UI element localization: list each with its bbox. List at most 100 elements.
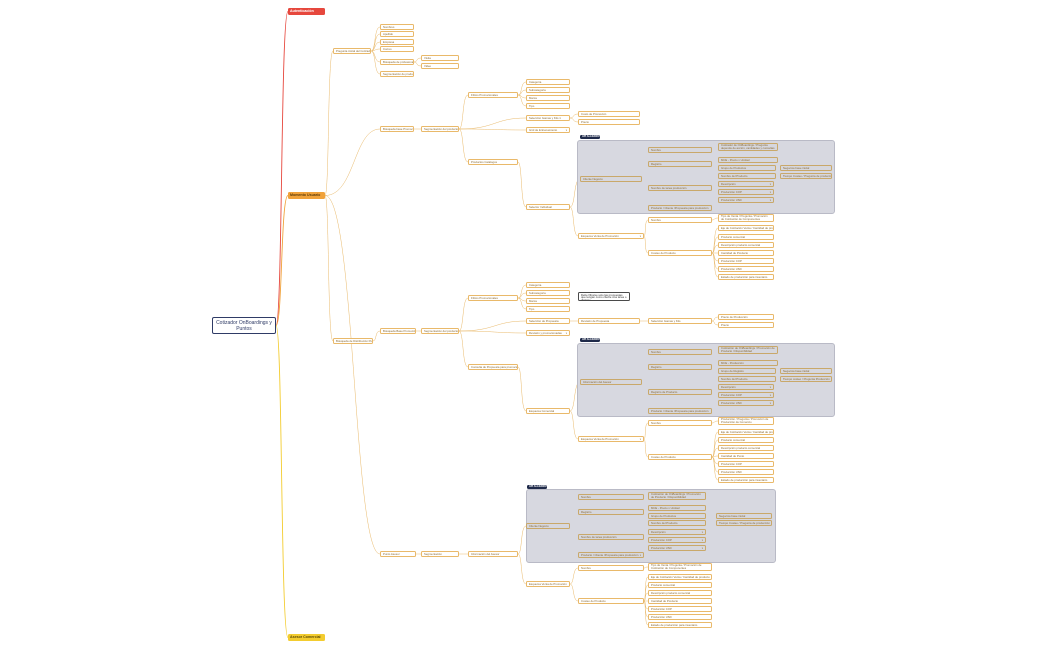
- node-a1b[interactable]: Apellido: [380, 31, 414, 37]
- node-b1[interactable]: Nombre: [648, 147, 712, 153]
- node-f17[interactable]: Nombre: [648, 420, 712, 426]
- node-h2[interactable]: Nombre: [578, 494, 644, 500]
- node-a2b3[interactable]: Marca: [526, 95, 570, 101]
- node-a2c1[interactable]: Costo de Promoción: [578, 111, 640, 117]
- node-h13[interactable]: Producción USD▾: [648, 545, 706, 551]
- node-a2b4[interactable]: Tipo: [526, 103, 570, 109]
- node-f15[interactable]: Producto / Cliente /Propuesta para produ…: [648, 408, 712, 414]
- chevron-down-icon[interactable]: ▾: [701, 539, 703, 542]
- node-f13[interactable]: Producción COP▾: [718, 392, 774, 398]
- node-f16[interactable]: Esquema Venta de Promoción▾: [578, 436, 644, 442]
- node-d2b3[interactable]: Marca: [526, 298, 570, 304]
- node-b5[interactable]: Nombre del Producto: [718, 173, 776, 179]
- node-a2b[interactable]: Filtros Promocionales: [468, 92, 518, 98]
- chevron-down-icon[interactable]: ▾: [639, 235, 641, 238]
- node-asesor-comercial[interactable]: Asesor Comercial: [288, 634, 325, 641]
- node-d1[interactable]: Búsqueda de Distribución Punto: [333, 338, 373, 344]
- node-a1c[interactable]: Empresa: [380, 39, 414, 45]
- node-i3[interactable]: Tipo de Venta / Pregunta / Promoción de …: [648, 563, 712, 571]
- node-d2b4[interactable]: Tipo: [526, 306, 570, 312]
- node-h4[interactable]: MCE - Precio x Unidad: [648, 505, 706, 511]
- node-c1b[interactable]: Eje de Cotización Venta / Cantidad de pr…: [718, 225, 774, 231]
- node-d2[interactable]: Búsqueda Base Promoción: [380, 328, 416, 334]
- node-d2e[interactable]: Consulta de Propuesta para promoción: [468, 364, 518, 370]
- node-g7[interactable]: Producción USD: [718, 469, 774, 475]
- node-h11[interactable]: Descripción▾: [648, 529, 706, 535]
- node-a2c2[interactable]: Precio: [578, 119, 640, 125]
- node-g6[interactable]: Producción COP: [718, 461, 774, 467]
- node-g2[interactable]: Eje de Cotización Venta / Cantidad de pr…: [718, 429, 774, 435]
- node-a2b1[interactable]: Categoría: [526, 79, 570, 85]
- node-h10[interactable]: Nombre de tarea producción: [578, 534, 644, 540]
- node-f5[interactable]: Cotización de OnBoardings / Promoción de…: [718, 346, 778, 354]
- node-b5a[interactable]: Tiempo Costeo / Pregunta de producción: [780, 173, 832, 179]
- node-f18[interactable]: Costeo de Producto: [648, 454, 712, 460]
- chevron-down-icon[interactable]: ▾: [639, 438, 641, 441]
- node-b6[interactable]: Nombre de tarea producción: [648, 185, 712, 191]
- node-i9[interactable]: Producción COP: [648, 606, 712, 612]
- node-d2b[interactable]: Filtros Promocionales: [468, 295, 518, 301]
- node-d2b2[interactable]: Subcategoría: [526, 290, 570, 296]
- node-i11[interactable]: Estado de producción para inventario: [648, 622, 712, 628]
- node-a1e2[interactable]: Video: [421, 63, 459, 69]
- node-d2f[interactable]: Esquema Comercial: [526, 408, 570, 414]
- node-g1[interactable]: Producción / Pregunta / Promoción de Pro…: [718, 417, 774, 425]
- node-d3[interactable]: Información del Asesor: [468, 551, 518, 557]
- root-node[interactable]: Cotizador OnBoardings y Puntos: [212, 317, 276, 334]
- chevron-down-icon[interactable]: ▾: [769, 199, 771, 202]
- node-b9[interactable]: Producción USD▾: [718, 197, 774, 203]
- node-a2a[interactable]: Segmentación del producto: [421, 126, 459, 132]
- node-b4a2[interactable]: Negocios base inicial: [780, 368, 832, 374]
- node-h1[interactable]: Cliente Negocio: [526, 523, 570, 529]
- chevron-down-icon[interactable]: ▾: [769, 191, 771, 194]
- node-h12[interactable]: Producción COP▾: [648, 537, 706, 543]
- node-f12[interactable]: Descripción▾: [718, 384, 774, 390]
- node-f11[interactable]: Tiempo costeo / Pregunta Producción: [780, 376, 832, 382]
- node-i6[interactable]: Producto comercial: [648, 582, 712, 588]
- node-a1a[interactable]: Nombres: [380, 24, 414, 30]
- node-a2f[interactable]: Selector Individual: [526, 204, 570, 210]
- node-h6[interactable]: Grupo de Productos: [648, 513, 706, 519]
- node-b3[interactable]: Registro: [648, 161, 712, 167]
- node-d2b1[interactable]: Categoría: [526, 282, 570, 288]
- chevron-down-icon[interactable]: ▾: [701, 547, 703, 550]
- node-d2c4[interactable]: Precio: [718, 322, 774, 328]
- node-a2d[interactable]: Grid de Entrenamiento▾: [526, 127, 570, 133]
- node-f7[interactable]: Registro: [648, 364, 712, 370]
- node-h9[interactable]: Tiempo Costeo / Pregunta de producción: [716, 520, 772, 526]
- node-b10[interactable]: Producto / Cliente /Propuesta para produ…: [648, 205, 712, 211]
- node-b4a[interactable]: Negocios base inicial: [780, 165, 832, 171]
- node-f3[interactable]: Segmentación: [421, 551, 459, 557]
- node-c1a1[interactable]: Tipo de Venta / Pregunta / Promoción de …: [718, 214, 774, 222]
- node-c1h[interactable]: Producción USD: [718, 266, 774, 272]
- node-i5[interactable]: Eje de Cotización Venta / Cantidad de pr…: [648, 574, 712, 580]
- node-g4[interactable]: Descripción producto comercial: [718, 445, 774, 451]
- node-f10[interactable]: Nombre del Producto: [718, 376, 776, 382]
- node-b2[interactable]: MCE - Precio x Unidad: [718, 157, 778, 163]
- node-f8[interactable]: Grupo de Registro: [718, 368, 776, 374]
- node-i4[interactable]: Costeo de Producto: [578, 598, 644, 604]
- node-a2c[interactable]: Selección Gamas y Kits 1: [526, 115, 570, 121]
- node-h8[interactable]: Nombre del Producto: [648, 520, 706, 526]
- node-i2[interactable]: Nombre: [578, 565, 644, 571]
- node-d2d[interactable]: Revisión y promocionadas▾: [526, 330, 570, 336]
- node-a1d[interactable]: Correo: [380, 46, 414, 52]
- node-f6[interactable]: MCE - Producción: [718, 360, 778, 366]
- node-a1e[interactable]: Búsqueda de profesionales: [380, 59, 414, 65]
- node-c1f[interactable]: Cantidad de Producto: [718, 250, 774, 256]
- chevron-down-icon[interactable]: ▾: [639, 554, 641, 557]
- node-d2c1[interactable]: Revisión de Propuesta: [578, 318, 640, 324]
- node-b7[interactable]: Descripción▾: [718, 181, 774, 187]
- node-f4[interactable]: Nombre: [648, 349, 712, 355]
- chevron-down-icon[interactable]: ▾: [769, 402, 771, 405]
- node-f9[interactable]: Registro de Producto: [648, 389, 712, 395]
- node-f14[interactable]: Producción USD▾: [718, 400, 774, 406]
- node-momento-usuario[interactable]: Momento Usuario: [288, 192, 325, 199]
- node-f2[interactable]: Información del Asesor: [580, 379, 642, 385]
- node-g3[interactable]: Producto comercial: [718, 437, 774, 443]
- node-i1[interactable]: Esquema Venta de Promoción▾: [526, 581, 570, 587]
- node-c1e[interactable]: Costeo de Producto: [648, 250, 712, 256]
- node-a1e1[interactable]: Visita: [421, 55, 459, 61]
- node-c1g[interactable]: Producción COP: [718, 258, 774, 264]
- node-d2c3[interactable]: Precio de Producción: [718, 314, 774, 320]
